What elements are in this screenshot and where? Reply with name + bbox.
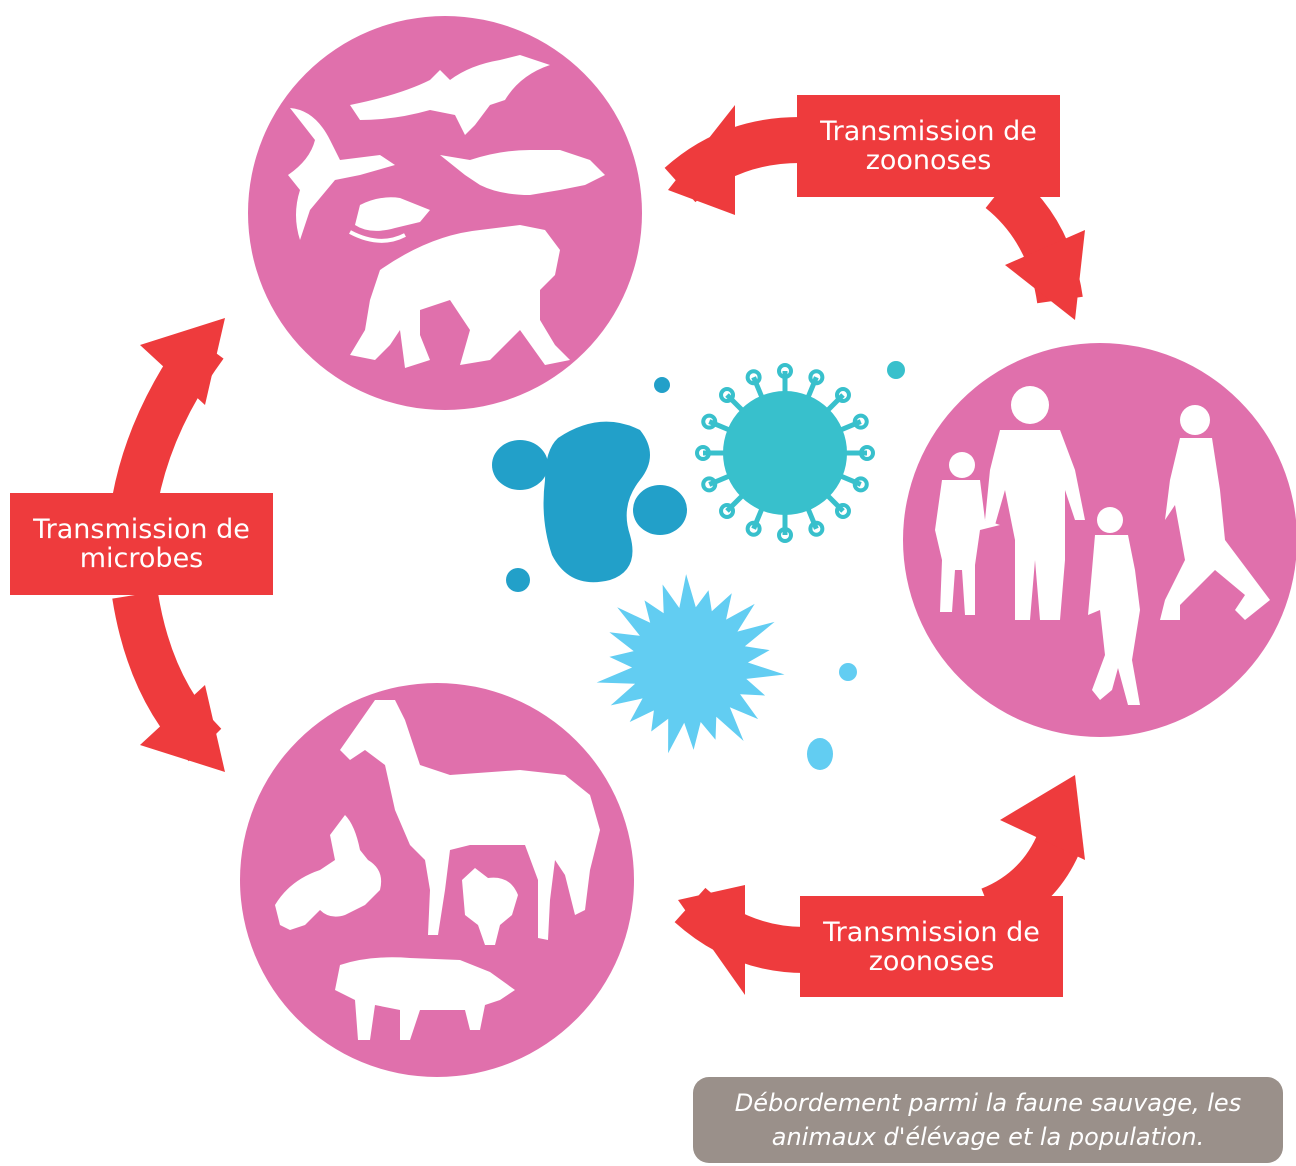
caption-line2: animaux d'élévage et la population.	[693, 1120, 1283, 1154]
virus-icon	[697, 365, 873, 541]
label-bottom-right: Transmission de zoonoses	[800, 896, 1063, 997]
label-left-line2: microbes	[80, 544, 204, 573]
caption-box: Débordement parmi la faune sauvage, les …	[693, 1077, 1283, 1163]
spiky-particle-icon	[839, 663, 857, 681]
label-bottom-right-line2: zoonoses	[869, 947, 995, 976]
label-bottom-right-line1: Transmission de	[823, 918, 1040, 947]
bacteria-icon	[492, 377, 687, 592]
label-top-right-line1: Transmission de	[820, 117, 1037, 146]
label-top-right-line2: zoonoses	[866, 146, 992, 175]
virus-particle-icon	[887, 361, 905, 379]
spiky-microbe-icon	[597, 574, 785, 753]
label-left-line1: Transmission de	[33, 515, 250, 544]
label-left: Transmission de microbes	[10, 493, 273, 595]
label-top-right: Transmission de zoonoses	[797, 95, 1060, 197]
spiky-particle-icon	[807, 738, 833, 770]
caption-line1: Débordement parmi la faune sauvage, les	[693, 1086, 1283, 1120]
